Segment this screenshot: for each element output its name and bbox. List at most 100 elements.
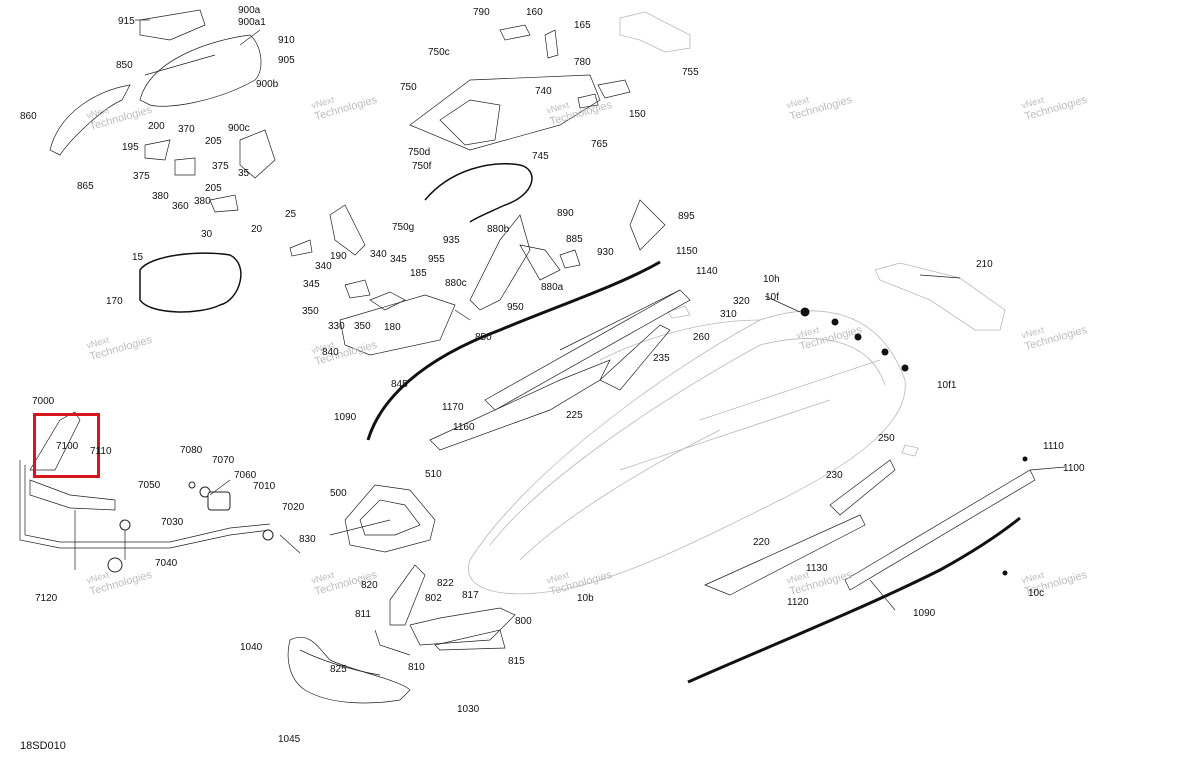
callout-label[interactable]: 330 (328, 321, 345, 332)
callout-label[interactable]: 310 (720, 309, 737, 320)
callout-label[interactable]: 750 (400, 82, 417, 93)
callout-label[interactable]: 7050 (138, 480, 161, 491)
callout-label[interactable]: 7030 (161, 517, 184, 528)
callout-label[interactable]: 7020 (282, 502, 305, 513)
callout-label[interactable]: 370 (178, 124, 195, 135)
callout-label[interactable]: 910 (278, 35, 295, 46)
callout-label[interactable]: 780 (574, 57, 591, 68)
callout-label[interactable]: 822 (437, 578, 454, 589)
callout-label[interactable]: 7080 (180, 445, 203, 456)
callout-label[interactable]: 235 (653, 353, 670, 364)
callout-label[interactable]: 750g (392, 222, 415, 233)
callout-label[interactable]: 740 (535, 86, 552, 97)
callout-label[interactable]: 500 (330, 488, 347, 499)
callout-label[interactable]: 7060 (234, 470, 257, 481)
callout-label[interactable]: 930 (597, 247, 614, 258)
callout-label[interactable]: 810 (408, 662, 425, 673)
callout-label[interactable]: 205 (205, 183, 222, 194)
callout-label[interactable]: 915 (118, 16, 135, 27)
callout-label[interactable]: 345 (390, 254, 407, 265)
callout-label[interactable]: 1110 (1043, 441, 1064, 452)
callout-label[interactable]: 890 (557, 208, 574, 219)
callout-label[interactable]: 1090 (913, 608, 936, 619)
callout-label[interactable]: 1040 (240, 642, 263, 653)
callout-label[interactable]: 375 (212, 161, 229, 172)
callout-label[interactable]: 900c (228, 123, 250, 134)
callout-label[interactable]: 800 (515, 616, 532, 627)
callout-label[interactable]: 755 (682, 67, 699, 78)
callout-label[interactable]: 340 (370, 249, 387, 260)
callout-label[interactable]: 10b (577, 593, 594, 604)
callout-label[interactable]: 1130 (806, 563, 828, 574)
callout-label[interactable]: 350 (302, 306, 319, 317)
callout-label[interactable]: 10f (765, 292, 779, 303)
callout-label[interactable]: 200 (148, 121, 165, 132)
callout-label[interactable]: 850 (116, 60, 133, 71)
callout-label[interactable]: 7100 (56, 441, 79, 452)
callout-label[interactable]: 1030 (457, 704, 480, 715)
callout-label[interactable]: 865 (77, 181, 94, 192)
callout-label[interactable]: 150 (629, 109, 646, 120)
callout-label[interactable]: 845 (391, 379, 408, 390)
callout-label[interactable]: 170 (106, 296, 123, 307)
callout-label[interactable]: 895 (678, 211, 695, 222)
callout-label[interactable]: 935 (443, 235, 460, 246)
callout-label[interactable]: 880b (487, 224, 510, 235)
callout-label[interactable]: 880a (541, 282, 564, 293)
callout-label[interactable]: 380 (152, 191, 169, 202)
callout-label[interactable]: 790 (473, 7, 490, 18)
callout-label[interactable]: 195 (122, 142, 139, 153)
callout-label[interactable]: 10h (763, 274, 780, 285)
callout-label[interactable]: 830 (299, 534, 316, 545)
callout-label[interactable]: 750d (408, 147, 431, 158)
callout-label[interactable]: 885 (566, 234, 583, 245)
callout-label[interactable]: 25 (285, 209, 297, 220)
callout-label[interactable]: 350 (354, 321, 371, 332)
callout-label[interactable]: 250 (878, 433, 895, 444)
callout-label[interactable]: 820 (361, 580, 378, 591)
callout-label[interactable]: 225 (566, 410, 583, 421)
callout-label[interactable]: 1140 (696, 266, 718, 277)
callout-label[interactable]: 510 (425, 469, 442, 480)
callout-label[interactable]: 165 (574, 20, 591, 31)
callout-label[interactable]: 7070 (212, 455, 235, 466)
callout-label[interactable]: 840 (322, 347, 339, 358)
callout-label[interactable]: 345 (303, 279, 320, 290)
callout-label[interactable]: 7120 (35, 593, 58, 604)
callout-label[interactable]: 7000 (32, 396, 55, 407)
callout-label[interactable]: 765 (591, 139, 608, 150)
callout-label[interactable]: 15 (132, 252, 144, 263)
callout-label[interactable]: 375 (133, 171, 150, 182)
callout-label[interactable]: 7040 (155, 558, 178, 569)
callout-label[interactable]: 815 (508, 656, 525, 667)
callout-label[interactable]: 7110 (90, 446, 112, 457)
callout-label[interactable]: 380 (194, 196, 211, 207)
callout-label[interactable]: 750f (412, 161, 432, 172)
callout-label[interactable]: 750c (428, 47, 450, 58)
callout-label[interactable]: 900b (256, 79, 279, 90)
callout-label[interactable]: 160 (526, 7, 543, 18)
callout-label[interactable]: 20 (251, 224, 263, 235)
callout-label[interactable]: 30 (201, 229, 213, 240)
callout-label[interactable]: 825 (330, 664, 347, 675)
callout-label[interactable]: 802 (425, 593, 442, 604)
callout-label[interactable]: 955 (428, 254, 445, 265)
callout-label[interactable]: 210 (976, 259, 993, 270)
callout-label[interactable]: 360 (172, 201, 189, 212)
callout-label[interactable]: 1100 (1063, 463, 1085, 474)
callout-label[interactable]: 900a (238, 5, 261, 16)
callout-label[interactable]: 1160 (453, 422, 475, 433)
callout-label[interactable]: 905 (278, 55, 295, 66)
callout-label[interactable]: 880c (445, 278, 467, 289)
callout-label[interactable]: 850 (475, 332, 492, 343)
callout-label[interactable]: 811 (355, 609, 371, 620)
callout-label[interactable]: 1045 (278, 734, 301, 745)
callout-label[interactable]: 1090 (334, 412, 357, 423)
callout-label[interactable]: 950 (507, 302, 524, 313)
callout-label[interactable]: 1170 (442, 402, 464, 413)
callout-label[interactable]: 320 (733, 296, 750, 307)
callout-label[interactable]: 260 (693, 332, 710, 343)
callout-label[interactable]: 1150 (676, 246, 698, 257)
callout-label[interactable]: 7010 (253, 481, 276, 492)
callout-label[interactable]: 860 (20, 111, 37, 122)
